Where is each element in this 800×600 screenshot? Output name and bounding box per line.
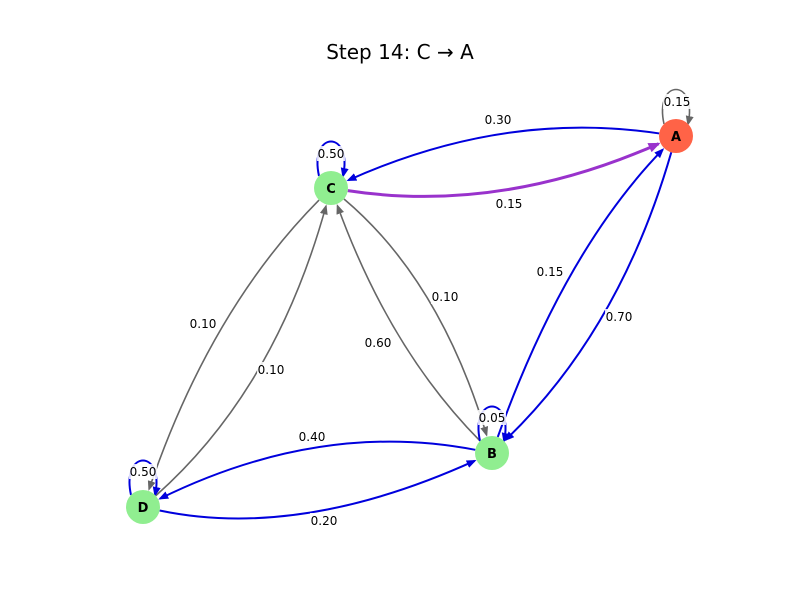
node-D[interactable]: D — [126, 490, 160, 524]
edge-label-bg-D-D — [129, 464, 157, 479]
node-circle-C[interactable] — [314, 171, 348, 205]
edge-B-D — [158, 440, 476, 500]
edge-D-D — [128, 459, 161, 497]
node-label-C: C — [326, 182, 336, 197]
edges-layer — [128, 88, 694, 520]
edge-weight-D-C: 0.10 — [258, 363, 285, 377]
edge-weight-C-B: 0.10 — [432, 290, 459, 304]
edge-label-bg-C-B — [431, 289, 459, 304]
node-label-B: B — [487, 447, 497, 462]
edge-B-C — [336, 203, 481, 442]
edge-label-bg-B-D — [298, 429, 326, 444]
edge-B-A — [496, 148, 665, 438]
nodes-layer: A B C D — [126, 119, 693, 524]
edge-D-C — [155, 204, 328, 497]
edge-label-bg-B-B — [478, 410, 506, 425]
edge-weight-B-A: 0.15 — [537, 265, 564, 279]
node-B[interactable]: B — [475, 436, 509, 470]
edge-label-bg-C-A — [495, 196, 523, 211]
edge-weight-C-D: 0.10 — [190, 317, 217, 331]
node-label-A: A — [671, 130, 681, 145]
node-circle-B[interactable] — [475, 436, 509, 470]
edge-label-bg-A-B — [605, 309, 633, 324]
edge-C-A — [347, 142, 661, 198]
edge-weight-C-C: 0.50 — [318, 147, 345, 161]
edge-C-B — [343, 198, 489, 437]
edge-weight-A-A: 0.15 — [664, 95, 691, 109]
edge-label-bg-D-B — [310, 513, 338, 528]
edge-A-A — [661, 88, 694, 126]
edge-label-bg-A-C — [484, 112, 512, 127]
node-label-D: D — [138, 501, 149, 516]
edge-A-C — [346, 126, 660, 182]
edge-label-bg-C-D — [189, 316, 217, 331]
edge-D-B — [159, 459, 477, 520]
edge-A-B — [504, 152, 673, 442]
edge-labels-layer: 0.15 0.30 0.15 0.50 0.15 0.70 0.10 0.60 0.10 0.10… — [129, 94, 691, 528]
edge-C-C — [316, 140, 349, 178]
edge-weight-D-B: 0.20 — [311, 514, 338, 528]
edge-weight-C-A: 0.15 — [496, 197, 523, 211]
edge-weight-B-D: 0.40 — [299, 430, 326, 444]
edge-weight-B-C: 0.60 — [365, 336, 392, 350]
edge-label-bg-D-C — [257, 362, 285, 377]
edge-label-bg-A-A — [663, 94, 691, 109]
edge-weight-A-C: 0.30 — [485, 113, 512, 127]
edge-label-bg-C-C — [317, 146, 345, 161]
edge-C-D — [147, 199, 320, 491]
edge-weight-D-D: 0.50 — [130, 465, 157, 479]
node-circle-A[interactable] — [659, 119, 693, 153]
edge-label-bg-B-C — [364, 335, 392, 350]
edge-B-B — [477, 405, 510, 443]
diagram-title: Step 14: C → A — [326, 40, 474, 64]
node-C[interactable]: C — [314, 171, 348, 205]
edge-label-bg-B-A — [536, 264, 564, 279]
node-A[interactable]: A — [659, 119, 693, 153]
node-circle-D[interactable] — [126, 490, 160, 524]
edge-weight-B-B: 0.05 — [479, 411, 506, 425]
edge-weight-A-B: 0.70 — [606, 310, 633, 324]
